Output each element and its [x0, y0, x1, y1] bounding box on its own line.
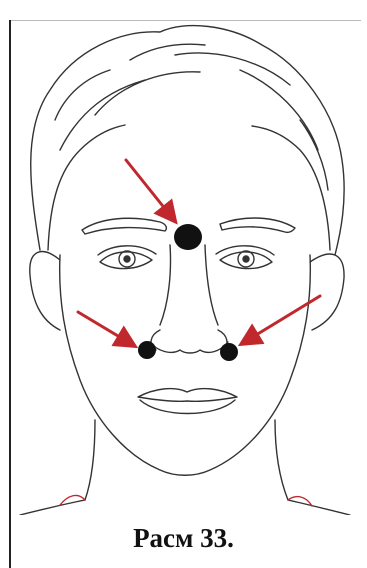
face-illustration — [0, 0, 367, 515]
forehead-arrow — [126, 160, 174, 220]
left-ear — [30, 252, 60, 330]
shoulder-left — [20, 500, 85, 515]
hair-strands — [55, 44, 328, 190]
nose-bridge-right — [205, 245, 218, 325]
marked-points — [138, 224, 238, 361]
neck-right — [275, 420, 288, 500]
nose-base — [150, 342, 228, 353]
face-outline — [60, 255, 311, 475]
shoulder-right — [288, 500, 350, 515]
figure-caption: Расм 33. — [0, 518, 367, 558]
hair-outline — [31, 26, 344, 255]
right-eyebrow — [220, 218, 295, 232]
left-eyebrow — [82, 218, 166, 234]
nose-bridge-left — [160, 245, 171, 325]
lower-lip — [140, 400, 235, 414]
left-pupil — [124, 256, 130, 262]
hairline-left — [48, 125, 125, 250]
left-nose-arrow — [78, 312, 133, 345]
left-nose-wing-point — [138, 341, 156, 359]
right-nose-arrow — [243, 296, 320, 343]
forehead-point — [174, 224, 202, 250]
upper-lip — [138, 389, 237, 402]
right-pupil — [243, 256, 249, 262]
right-nose-wing-point — [220, 343, 238, 361]
neck-left — [85, 420, 95, 500]
right-ear — [310, 254, 344, 330]
